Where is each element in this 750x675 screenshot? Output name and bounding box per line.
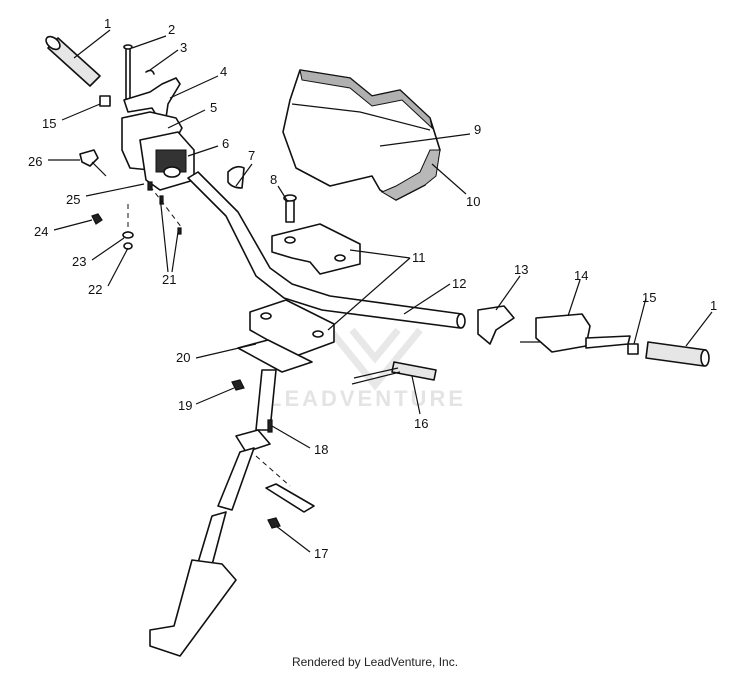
rod-nut [267,517,281,529]
post-screw [267,419,273,433]
footer-credit: Rendered by LeadVenture, Inc. [291,655,459,669]
support-rod [265,483,315,513]
callout-1-right-grip: 1 [710,298,717,313]
callout-15-left-plug: 15 [42,116,56,131]
post-nut [231,379,245,391]
handlebar-clamp-lower [249,299,335,357]
callout-2-pin: 2 [168,22,175,37]
left-hand-grip [45,35,101,87]
callout-22-lock-washer: 22 [88,282,102,297]
retaining-clip [145,69,155,75]
callout-14-brake-housing: 14 [574,268,588,283]
cable-bracket [477,305,515,345]
flat-washer [122,231,134,239]
handlebar [187,171,466,329]
callout-labels: 1 2 3 4 15 5 6 26 25 24 23 22 21 7 8 9 1… [28,16,717,561]
assembly-line-2 [149,185,183,229]
callout-7-clamp: 7 [248,148,255,163]
kill-switch [79,149,107,177]
callout-5-housing: 5 [210,100,217,115]
throttle-lever [123,77,181,119]
watermark-text: LEADVENTURE [268,386,466,411]
callout-24-nut: 24 [34,224,48,239]
throttle-housing [121,111,195,191]
assembly-line-3 [255,455,291,487]
callout-23-washer: 23 [72,254,86,269]
callout-15-right-plug: 15 [642,290,656,305]
pivot-pin [123,44,133,101]
handlebar-clamp-upper [271,223,361,275]
callout-18-screw: 18 [314,442,328,457]
callout-25-screw: 25 [66,192,80,207]
clamp-bolt [283,194,297,223]
hex-nut [91,213,103,225]
heater-coil [351,361,437,385]
callout-17-nut: 17 [314,546,328,561]
callout-8-bolt: 8 [270,172,277,187]
hood-cover [282,69,441,201]
callout-13-bracket: 13 [514,262,528,277]
watermark-logo: LEADVENTURE [268,327,466,411]
callout-19-nut: 19 [178,398,192,413]
callout-9-hood: 9 [474,122,481,137]
end-plug [99,95,111,107]
right-hand-grip [645,341,710,367]
callout-21-screws: 21 [162,272,176,287]
callout-3-clip: 3 [180,40,187,55]
callout-12-handlebar: 12 [452,276,466,291]
cable-clamp [227,165,245,189]
leader-lines [48,29,713,553]
brake-lever-housing [520,313,631,353]
callout-10-hood-pad: 10 [466,194,480,209]
callout-11-clamps: 11 [412,250,426,265]
callout-6-switch: 6 [222,136,229,151]
callout-16-coil: 16 [414,416,428,431]
callout-20-riser: 20 [176,350,190,365]
callout-26-kill-switch: 26 [28,154,42,169]
callout-4-throttle-lever: 4 [220,64,227,79]
callout-1-left-grip: 1 [104,16,111,31]
right-end-plug [627,343,639,355]
